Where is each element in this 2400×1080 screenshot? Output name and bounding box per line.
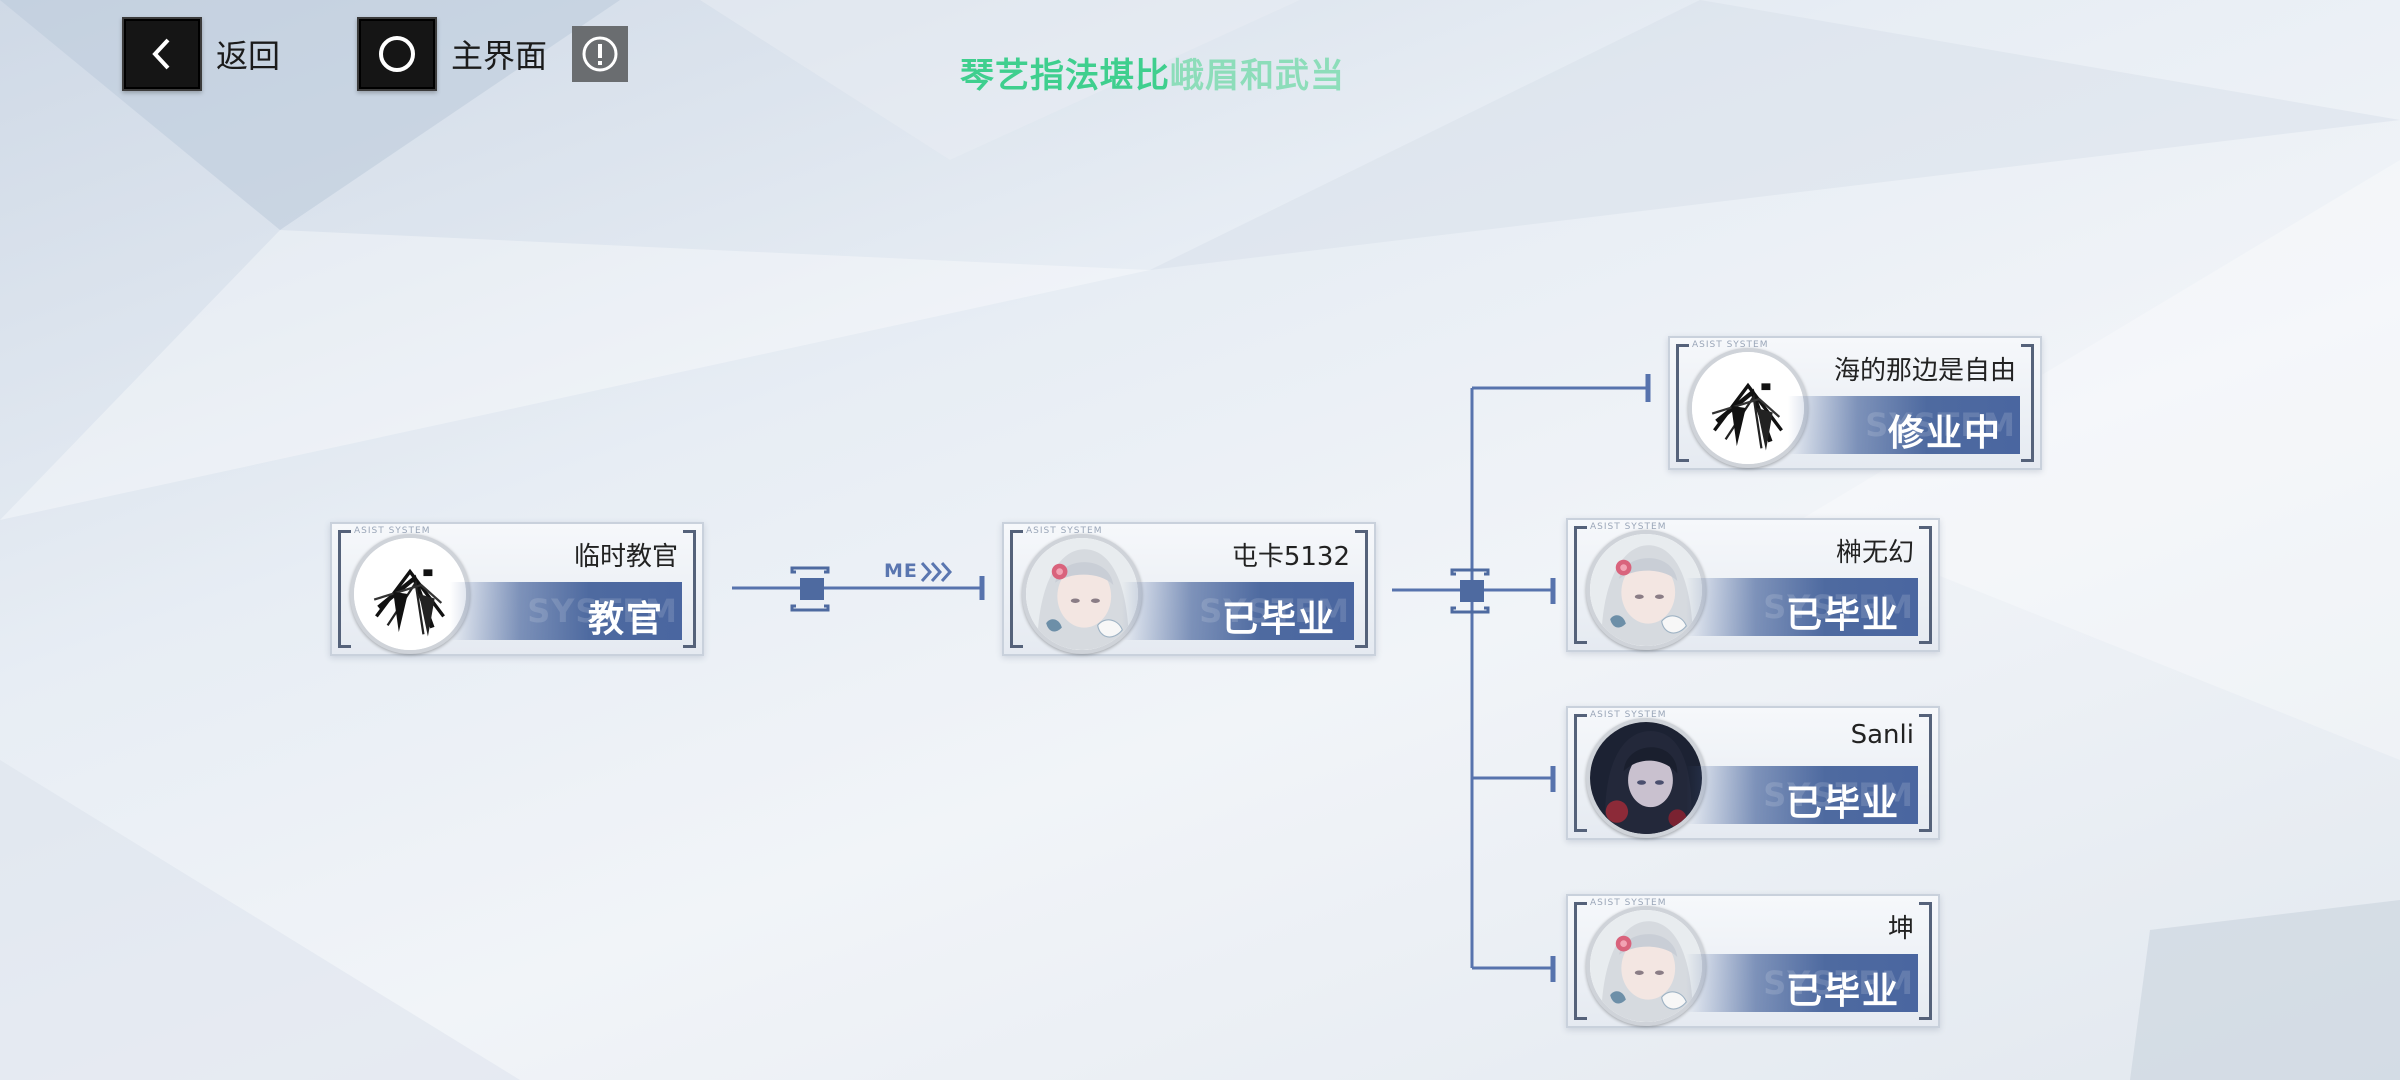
asist-system-text: ASIST SYSTEM xyxy=(1590,522,1667,532)
me-tag: ME xyxy=(884,560,918,582)
mentor-card[interactable]: ASIST SYSTEM 临时教官 SYSTEM 教官 xyxy=(330,522,704,656)
card-name: 榊无幻 xyxy=(1835,538,1914,568)
status-text: 已毕业 xyxy=(1785,971,1900,1012)
status-badge: SYSTEM 修业中 xyxy=(1788,396,2020,454)
home-button[interactable]: 主界面 xyxy=(357,17,548,91)
status-badge: SYSTEM 已毕业 xyxy=(1686,954,1918,1012)
status-ghost-text: SYSTEM xyxy=(1865,406,2016,444)
exclamation-icon xyxy=(582,36,618,72)
status-badge: SYSTEM 教官 xyxy=(450,582,682,640)
asist-system-text: ASIST SYSTEM xyxy=(354,526,431,536)
asist-system-text: ASIST SYSTEM xyxy=(1590,710,1667,720)
status-ghost-text: SYSTEM xyxy=(1763,588,1914,626)
back-button[interactable]: 返回 xyxy=(122,17,281,91)
card-name: 临时教官 xyxy=(573,542,678,572)
me-chevrons-icon xyxy=(920,562,953,582)
banner-marquee: 琴艺指法堪比峨眉和武当 xyxy=(960,48,1345,97)
back-label: 返回 xyxy=(216,37,281,75)
student-card[interactable]: ASIST SYSTEM 坤 SYSTEM 已毕业 xyxy=(1566,894,1940,1028)
student-card[interactable]: ASIST SYSTEM Sanli SYSTEM 已毕业 xyxy=(1566,706,1940,840)
status-text: 修业中 xyxy=(1887,413,2002,454)
status-ghost-text: SYSTEM xyxy=(527,592,678,630)
status-text: 已毕业 xyxy=(1221,599,1336,640)
card-name: 坤 xyxy=(1887,914,1914,944)
status-ghost-text: SYSTEM xyxy=(1199,592,1350,630)
circle-icon xyxy=(357,17,437,91)
self-card[interactable]: ASIST SYSTEM 屯卡5132 SYSTEM 已毕业 xyxy=(1002,522,1376,656)
asist-system-text: ASIST SYSTEM xyxy=(1590,898,1667,908)
card-name: Sanli xyxy=(1850,720,1914,750)
status-badge: SYSTEM 已毕业 xyxy=(1122,582,1354,640)
status-text: 已毕业 xyxy=(1785,595,1900,636)
asist-system-text: ASIST SYSTEM xyxy=(1026,526,1103,536)
student-card[interactable]: ASIST SYSTEM 榊无幻 SYSTEM 已毕业 xyxy=(1566,518,1940,652)
status-badge: SYSTEM 已毕业 xyxy=(1686,578,1918,636)
chevron-left-icon xyxy=(122,17,202,91)
home-label: 主界面 xyxy=(451,37,548,75)
asist-system-text: ASIST SYSTEM xyxy=(1692,340,1769,350)
status-text: 教官 xyxy=(587,599,664,640)
banner-text-faded: 峨眉和武当 xyxy=(1170,56,1345,96)
status-text: 已毕业 xyxy=(1785,783,1900,824)
status-badge: SYSTEM 已毕业 xyxy=(1686,766,1918,824)
info-button[interactable] xyxy=(572,26,628,82)
card-name: 屯卡5132 xyxy=(1231,542,1350,572)
card-name: 海的那边是自由 xyxy=(1833,356,2016,386)
banner-text: 琴艺指法堪比 xyxy=(960,56,1170,96)
status-ghost-text: SYSTEM xyxy=(1763,964,1914,1002)
connector-node-left xyxy=(790,566,830,612)
connector-node-right xyxy=(1450,568,1490,614)
student-card[interactable]: ASIST SYSTEM 海的那边是自由 SYSTEM 修业中 xyxy=(1668,336,2042,470)
status-ghost-text: SYSTEM xyxy=(1763,776,1914,814)
